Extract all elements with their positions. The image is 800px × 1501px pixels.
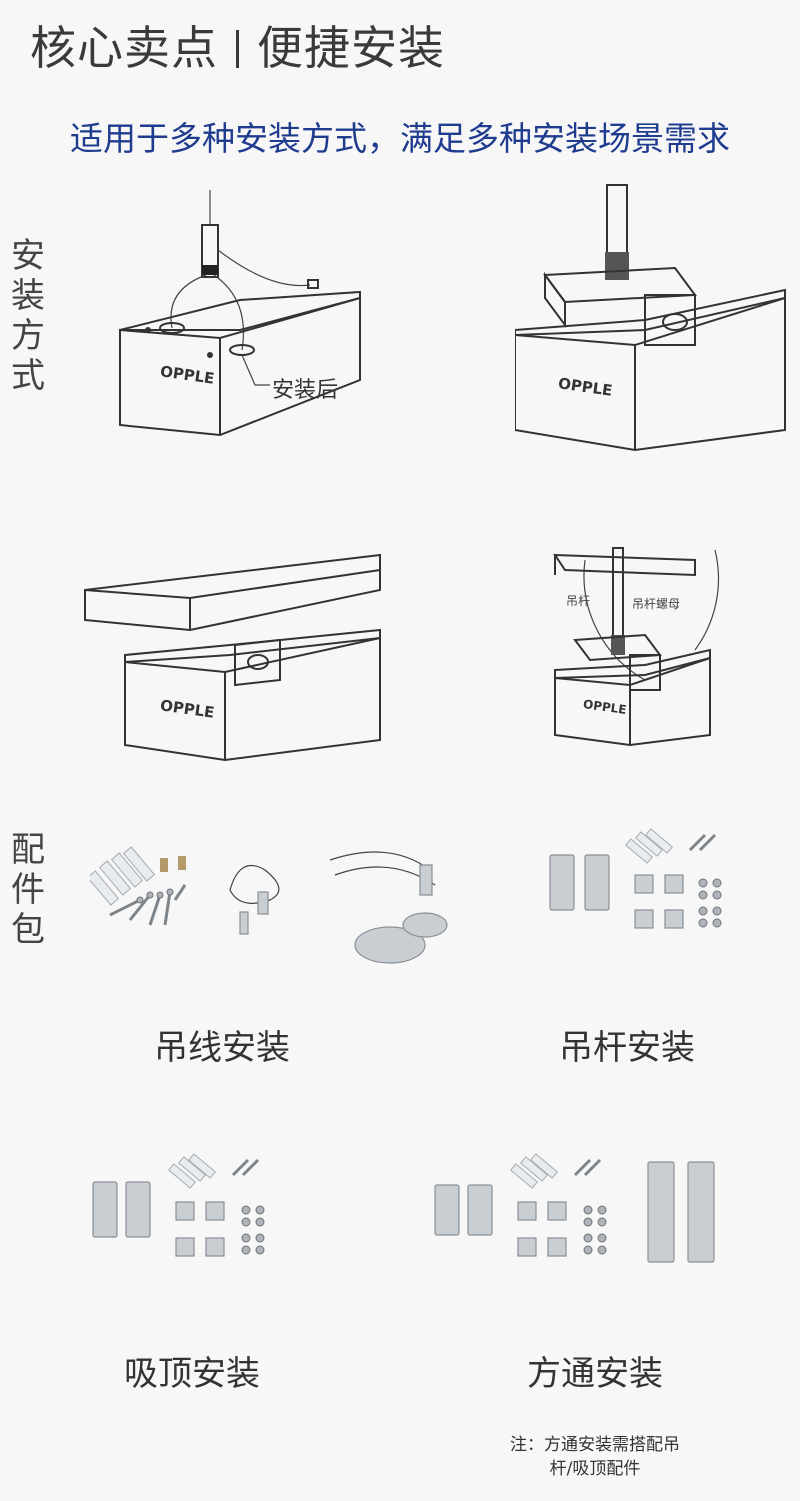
note-line: 注：方通安装需搭配吊 (510, 1435, 680, 1455)
accessory-rod-kit (549, 828, 722, 929)
side-char: 件 (11, 870, 45, 910)
side-char: 装 (11, 276, 45, 316)
bracket-icon (584, 854, 610, 911)
anchor-icon (624, 828, 674, 864)
diagram-rod-detail (553, 547, 720, 747)
bolt-icon (160, 858, 168, 872)
cable-gripper-icon (257, 891, 269, 915)
install-note: 注：方通安装需搭配吊 杆/吸顶配件 (490, 1433, 700, 1481)
screw-icon (573, 1158, 592, 1177)
anchor-icon (90, 846, 156, 906)
diagram-wire-suspension (119, 190, 361, 437)
anchor-icon (167, 1153, 217, 1189)
label-after-install: 安装后 (272, 378, 339, 403)
side-label-install-methods: 安 装 方 式 (8, 236, 48, 396)
side-char: 安 (11, 236, 45, 276)
nut-icon (241, 1205, 265, 1255)
bracket-icon (434, 1184, 460, 1236)
bracket-icon (92, 1181, 118, 1238)
note-line: 杆/吸顶配件 (549, 1459, 641, 1479)
header-divider (236, 30, 239, 68)
header-title-left: 核心卖点 (30, 21, 218, 75)
caption-rod-install: 吊杆安装 (559, 1028, 695, 1068)
screw-icon (688, 833, 707, 852)
bolt-icon (178, 856, 186, 870)
clip-icon (517, 1201, 537, 1221)
side-char: 方 (11, 316, 45, 356)
caption-wire-install: 吊线安装 (154, 1028, 290, 1068)
accessory-wire-kit (90, 846, 448, 964)
bracket-icon (549, 854, 575, 911)
accessory-tube-kit (434, 1153, 715, 1263)
side-char: 包 (11, 910, 45, 950)
side-char: 配 (11, 830, 45, 870)
anchor-icon (509, 1153, 559, 1189)
caption-ceiling-install: 吸顶安装 (124, 1354, 260, 1394)
side-char: 式 (11, 356, 45, 396)
caption-tube-install: 方通安装 (527, 1354, 663, 1394)
nut-icon (583, 1205, 607, 1255)
side-label-accessory-pack: 配 件 包 (8, 830, 48, 950)
subtitle: 适用于多种安装方式，满足多种安装场景需求 (70, 119, 730, 158)
header-title-right: 便捷安装 (257, 21, 445, 75)
diagram-rod-suspension (515, 184, 786, 452)
clip-icon (175, 1201, 195, 1221)
screw-icon (231, 1158, 250, 1177)
long-bracket-icon (647, 1161, 675, 1263)
screw-icon (109, 884, 187, 926)
diagram-ceiling-mount (84, 553, 381, 762)
clip-icon (634, 874, 654, 894)
accessory-ceiling-kit (92, 1153, 265, 1257)
nut-icon (698, 878, 722, 928)
page-header: 核心卖点便捷安装 (30, 12, 445, 78)
label-rod-nut: 吊杆螺母 (632, 597, 681, 611)
long-bracket-icon (687, 1161, 715, 1263)
bracket-icon (125, 1181, 151, 1238)
bracket-icon (467, 1184, 493, 1236)
ceiling-canopy-icon (354, 926, 426, 964)
label-rod: 吊杆 (566, 594, 591, 608)
